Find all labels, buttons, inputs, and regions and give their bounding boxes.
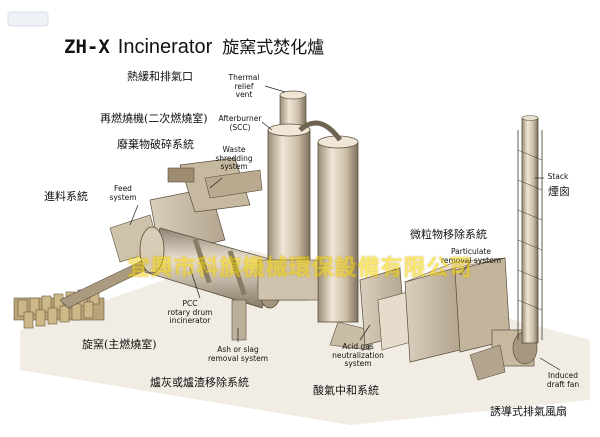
corner-logo-icon	[7, 11, 49, 27]
label-waste-shredding-zh: 廢棄物破碎系統	[117, 138, 194, 151]
callout-lines	[129, 85, 561, 371]
label-acid-gas-zh: 酸氣中和系統	[313, 384, 379, 397]
label-afterburner-en: Afterburner (SCC)	[218, 114, 262, 132]
title-code: ZH-X	[64, 36, 110, 58]
label-draft-fan-en: Induced draft fan	[546, 371, 580, 389]
label-stack-en: Stack	[547, 172, 569, 181]
label-ash-removal-en: Ash or slag removal system	[207, 345, 269, 363]
title-chinese: 旋窯式焚化爐	[222, 38, 325, 58]
label-particulate-en: Particulate removal system	[440, 247, 502, 265]
label-stack-zh: 煙囪	[548, 185, 570, 198]
company-watermark: 宜興市科旗機械環保設備有限公司	[127, 256, 473, 281]
ground-shadow	[20, 250, 590, 425]
label-particulate-zh: 微粒物移除系統	[410, 228, 487, 241]
stack-chimney	[517, 115, 543, 344]
label-ash-removal-zh: 爐灰或爐渣移除系統	[150, 376, 249, 389]
label-waste-shredding-en: Waste shredding system	[215, 145, 253, 171]
label-feed-system-en: Feed system	[109, 184, 137, 202]
draft-fan	[469, 329, 538, 381]
label-acid-gas-en: Acid gas neutralization system	[332, 342, 384, 368]
label-pcc-zh: 旋窯(主燃燒室)	[82, 338, 157, 351]
diagram-title: ZH-X Incinerator 旋窯式焚化爐	[64, 33, 324, 59]
label-thermal-relief-zh: 熱緩和排氣口	[127, 70, 193, 83]
label-draft-fan-zh: 誘導式排氣風扇	[490, 405, 567, 418]
label-afterburner-zh: 再燃燒機(二次燃燒室)	[100, 112, 208, 125]
label-thermal-relief-en: Thermal relief vent	[228, 73, 260, 99]
shredder-and-feed	[109, 157, 263, 263]
label-pcc-en: PCC rotary drum incinerator	[167, 299, 213, 325]
title-english: Incinerator	[117, 36, 213, 58]
afterburner-towers	[257, 90, 371, 351]
label-feed-system-zh: 進料系統	[44, 190, 88, 203]
